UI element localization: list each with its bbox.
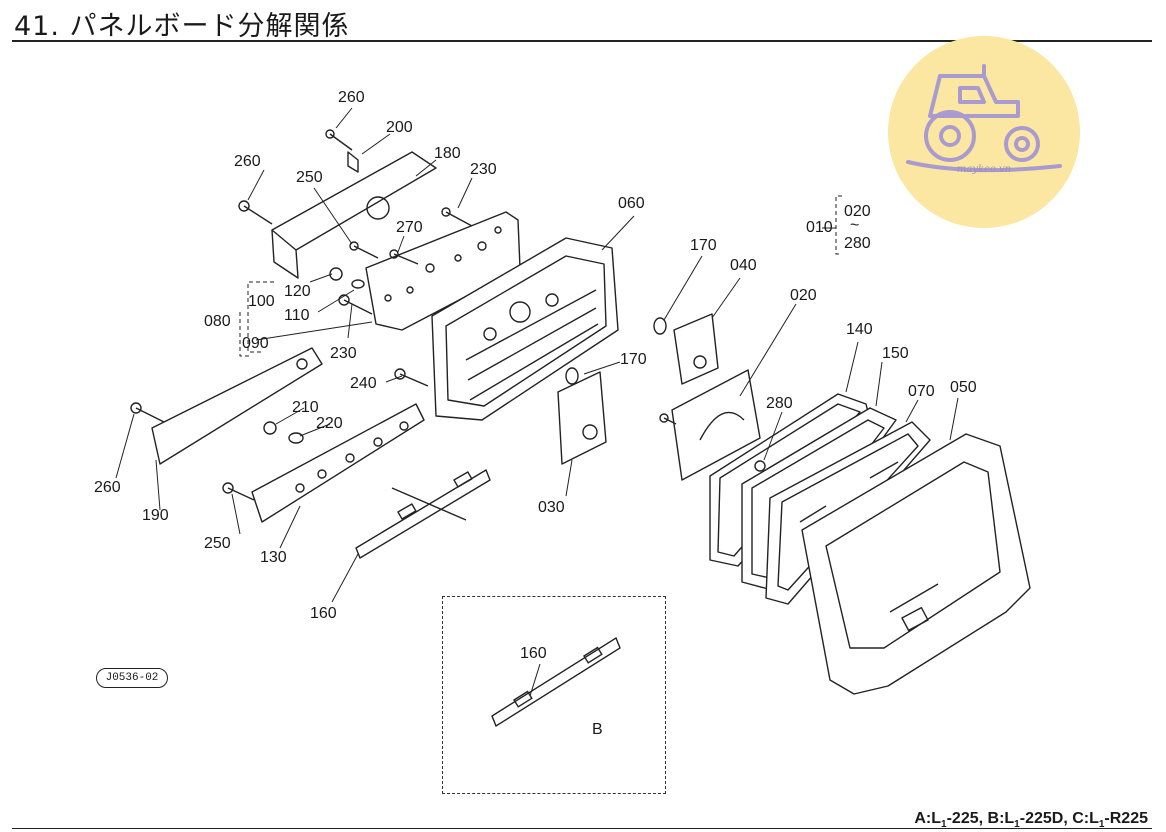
tractor-icon [906, 64, 1062, 173]
callout-170: 170 [690, 237, 717, 254]
meter-face-020 [671, 369, 761, 481]
callout-060: 060 [618, 195, 645, 212]
callout-220: 220 [316, 415, 343, 432]
callout-020-b: 020 [790, 287, 817, 304]
callout-280-b: 280 [766, 395, 793, 412]
callout-070: 070 [908, 383, 935, 400]
bulb-socket-210 [263, 421, 277, 435]
callout-120: 120 [284, 283, 311, 300]
callout-140: 140 [846, 321, 873, 338]
clamp-200 [347, 151, 359, 173]
variant-b-inset-box [442, 596, 666, 794]
footer-sub: 1 [1098, 819, 1105, 831]
footer-text: -225, B:L [946, 810, 1015, 827]
logo-text: maykeo.vn [956, 164, 1012, 175]
callout-050: 050 [950, 379, 977, 396]
callout-200: 200 [386, 119, 413, 136]
gauge-plate-030 [557, 371, 607, 465]
callout-260-b: 260 [234, 153, 261, 170]
bulb-220 [288, 432, 304, 444]
lower-plate-190 [151, 347, 323, 465]
callout-270: 270 [396, 219, 423, 236]
callout-240: 240 [350, 375, 377, 392]
callout-030: 030 [538, 499, 565, 516]
callout-280: 280 [844, 235, 871, 252]
bushing-170a [653, 317, 667, 335]
switch-plate-130 [251, 403, 425, 523]
bushing-170b [565, 367, 579, 385]
callout-230: 230 [470, 161, 497, 178]
bulb-socket-120 [329, 267, 343, 281]
callout-190: 190 [142, 507, 169, 524]
callout-020: 020 [844, 203, 871, 220]
bulb-110 [351, 279, 365, 289]
page-title: 41. パネルボード分解関係 [14, 11, 350, 42]
tilde-mark: ~ [850, 217, 860, 234]
footer-text: -R225 [1104, 810, 1148, 827]
callout-150: 150 [882, 345, 909, 362]
callout-260-c: 260 [94, 479, 121, 496]
footer-sub: 1 [941, 819, 947, 831]
title-rule [12, 40, 1152, 42]
model-applicability-note: A:L1-225, B:L1-225D, C:L1-R225 [914, 810, 1148, 830]
callout-010: 010 [806, 219, 833, 236]
callout-260: 260 [338, 89, 365, 106]
screw-280 [754, 460, 766, 472]
callout-250-b: 250 [204, 535, 231, 552]
footer-rule [12, 828, 1152, 829]
strip-160 [355, 469, 491, 559]
callout-100: 100 [248, 293, 275, 310]
inset-box-label: B [592, 721, 603, 738]
callout-170-b: 170 [620, 351, 647, 368]
callout-180: 180 [434, 145, 461, 162]
figure-code: J0536-02 [96, 668, 168, 688]
callout-110: 110 [284, 307, 310, 324]
footer-sub: 1 [1014, 819, 1020, 831]
footer-text: -225D, C:L [1019, 810, 1099, 827]
callout-080: 080 [204, 313, 231, 330]
callout-230-b: 230 [330, 345, 357, 362]
callout-210: 210 [292, 399, 319, 416]
callout-160-inset: 160 [520, 645, 547, 662]
gauge-plate-040 [673, 313, 719, 385]
callout-160: 160 [310, 605, 337, 622]
footer-text: A:L [914, 810, 942, 827]
watermark-logo: maykeo.vn [888, 36, 1080, 228]
bezel-050 [801, 433, 1031, 695]
callout-130: 130 [260, 549, 287, 566]
callout-250: 250 [296, 169, 323, 186]
cover-plate-180 [271, 151, 437, 251]
callout-040: 040 [730, 257, 757, 274]
callout-090: 090 [242, 335, 269, 352]
